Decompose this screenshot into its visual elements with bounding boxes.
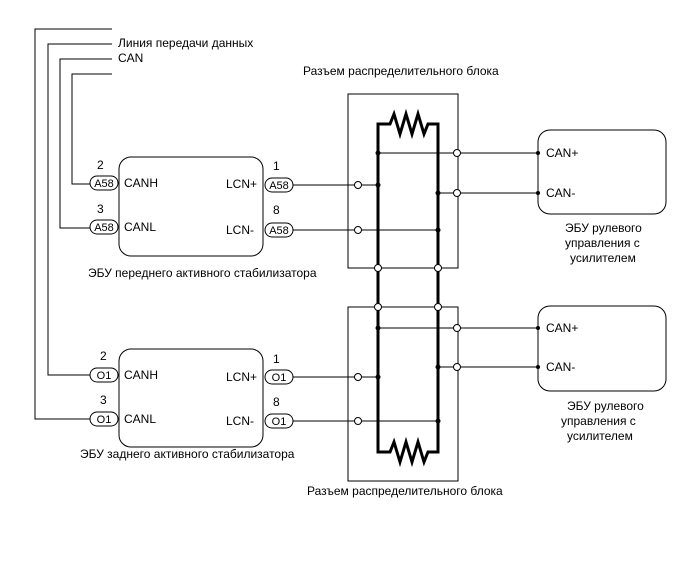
rear-canh-pin-number: 2 <box>100 349 107 363</box>
steering-bottom-name-1: ЭБУ рулевого <box>567 399 644 413</box>
steering-bottom-can-plus: CAN+ <box>546 321 578 335</box>
rear-lcnp-connector-label: O1 <box>272 372 287 384</box>
rear-lcnp-label: LCN+ <box>226 370 257 384</box>
front-canl-connector <box>89 219 119 235</box>
steering-ecu-top-box <box>537 129 667 215</box>
front-lcnp-pin-number: 1 <box>273 159 280 173</box>
steering-ecu-bottom-box <box>537 305 667 392</box>
rear-lcnm-connector-label: O1 <box>272 416 287 428</box>
front-ecu-box <box>118 156 264 257</box>
front-canl-connector-label: A58 <box>94 222 114 234</box>
junction-bottom-title: Разъем распределительного блока <box>307 484 503 498</box>
front-canh-label: CANH <box>124 176 158 190</box>
rear-canh-connector-label: O1 <box>97 370 112 382</box>
rear-lcnm-label: LCN- <box>226 414 254 428</box>
steering-bottom-name-3: усилителем <box>567 429 633 443</box>
front-lcnm-connector-label: A58 <box>269 225 289 237</box>
rear-canl-connector <box>89 411 119 427</box>
rear-lcnm-pin-number: 8 <box>273 395 280 409</box>
rear-canh-label: CANH <box>124 368 158 382</box>
legend-line2: CAN <box>118 51 143 65</box>
steering-bottom-can-minus: CAN- <box>546 360 575 374</box>
front-lcnp-connector-label: A58 <box>269 180 289 192</box>
legend-line1: Линия передачи данных <box>118 36 253 50</box>
front-canh-connector-label: A58 <box>94 178 114 190</box>
legend-lines <box>34 28 112 420</box>
front-lcnm-label: LCN- <box>226 223 254 237</box>
steering-top-can-minus: CAN- <box>546 186 575 200</box>
bus-conductors <box>376 108 440 468</box>
junction-top-title: Разъем распределительного блока <box>303 64 499 78</box>
steering-top-name-1: ЭБУ рулевого <box>565 221 642 235</box>
rear-canh-connector <box>89 367 119 383</box>
front-ecu-name: ЭБУ переднего активного стабилизатора <box>88 266 317 280</box>
rear-canl-connector-label: O1 <box>97 414 112 426</box>
rear-ecu-name: ЭБУ заднего активного стабилизатора <box>80 447 295 461</box>
front-lcnm-pin-number: 8 <box>273 203 280 217</box>
front-lcnp-label: LCN+ <box>226 177 257 191</box>
steering-top-name-3: усилителем <box>570 251 636 265</box>
front-canl-pin-number: 3 <box>97 202 104 216</box>
front-canh-pin-number: 2 <box>97 158 104 172</box>
steering-top-name-2: управления с <box>565 236 640 250</box>
rear-canl-label: CANL <box>124 412 156 426</box>
front-canl-label: CANL <box>124 220 156 234</box>
rear-canl-pin-number: 3 <box>100 393 107 407</box>
rear-lcnp-pin-number: 1 <box>273 352 280 366</box>
rear-ecu-box <box>118 348 264 448</box>
junction-link-terminals <box>374 264 442 311</box>
front-canh-connector <box>89 175 119 191</box>
steering-bottom-name-2: управления с <box>561 414 636 428</box>
steering-top-can-plus: CAN+ <box>546 146 578 160</box>
